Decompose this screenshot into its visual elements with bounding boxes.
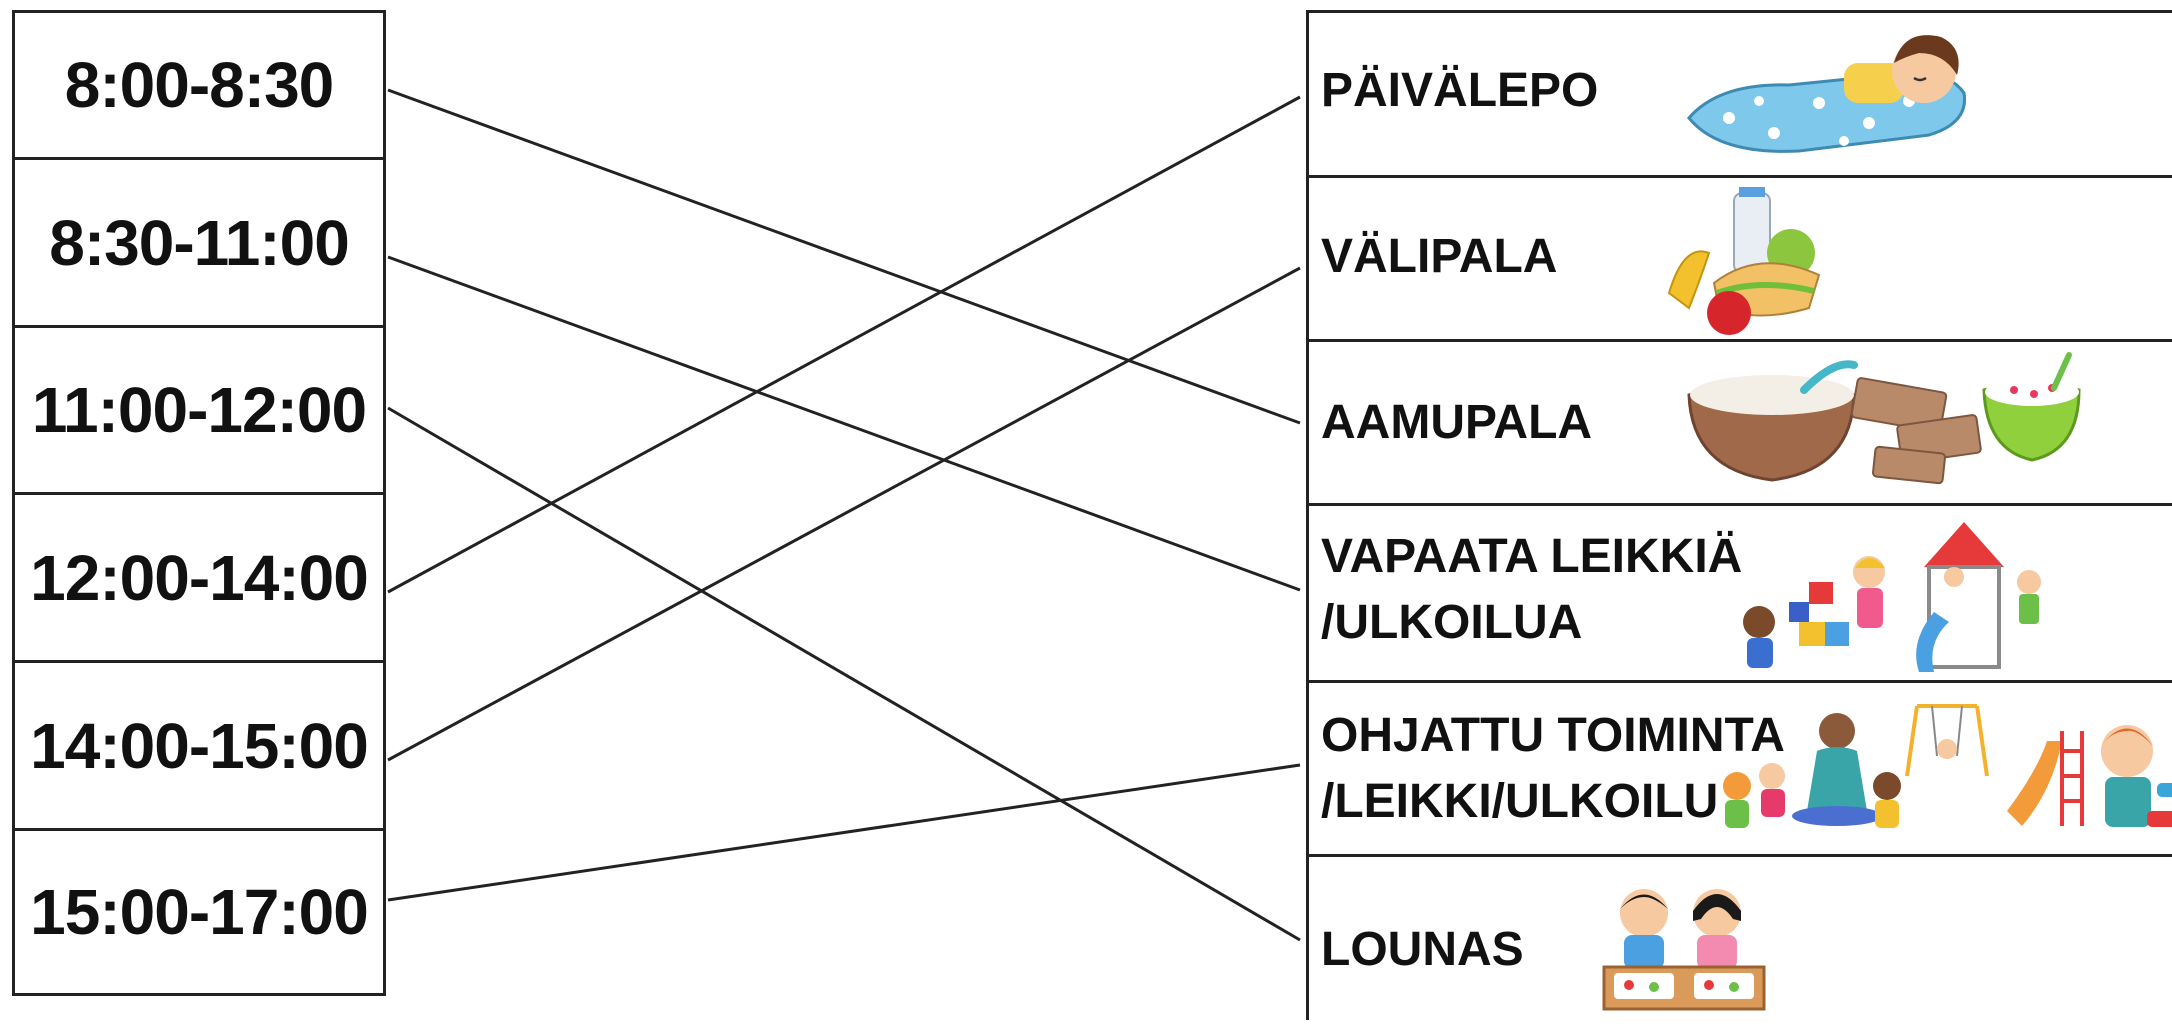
free-play-icon [1743,522,2041,672]
activity-label: LOUNAS [1321,923,1524,976]
activity-row-lunch: LOUNAS [1309,857,2172,1027]
connector-line [387,95,1301,594]
activity-label: PÄIVÄLEPO [1321,64,1599,117]
time-label: 14:00-15:00 [30,709,369,782]
time-slot: 15:00-17:00 [15,831,383,993]
time-column: 8:00-8:30 8:30-11:00 11:00-12:00 12:00-1… [12,10,386,996]
activity-label: VÄLIPALA [1321,230,1558,283]
time-slot: 14:00-15:00 [15,663,383,831]
time-label: 8:00-8:30 [64,49,334,121]
lunch-icon [1602,889,1766,1011]
time-slot: 8:00-8:30 [15,13,383,160]
activity-label: AAMUPALA [1321,396,1593,449]
guided-activity-icon [1723,704,2172,828]
activity-row-free-play: VAPAATA LEIKKIÄ /ULKOILUA [1309,506,2172,683]
time-label: 8:30-11:00 [49,206,350,279]
activity-row-nap: PÄIVÄLEPO [1309,13,2172,178]
activity-row-snack: VÄLIPALA [1309,178,2172,342]
time-slot: 11:00-12:00 [15,328,383,495]
time-label: 15:00-17:00 [30,876,369,948]
connector-line [387,255,1301,592]
time-label: 12:00-14:00 [30,541,369,614]
time-slot: 8:30-11:00 [15,160,383,328]
activity-label: VAPAATA LEIKKIÄ /ULKOILUA [1321,530,1743,649]
breakfast-icon [1687,352,2081,485]
activity-row-guided-activity: OHJATTU TOIMINTA /LEIKKI/ULKOILU [1309,683,2172,857]
connector-line [387,266,1301,762]
activity-label: OHJATTU TOIMINTA /LEIKKI/ULKOILU [1321,709,1785,828]
connector-line [387,763,1301,902]
connector-line [387,88,1301,425]
activity-row-breakfast: AAMUPALA [1309,342,2172,506]
activity-column: PÄIVÄLEPO VÄLIPALA AAMUPALA [1306,10,2172,1020]
connector-line [387,406,1301,942]
time-slot: 12:00-14:00 [15,495,383,663]
sleeping-child-icon [1687,35,1967,153]
snack-icon [1667,187,1821,335]
time-label: 11:00-12:00 [31,374,367,446]
